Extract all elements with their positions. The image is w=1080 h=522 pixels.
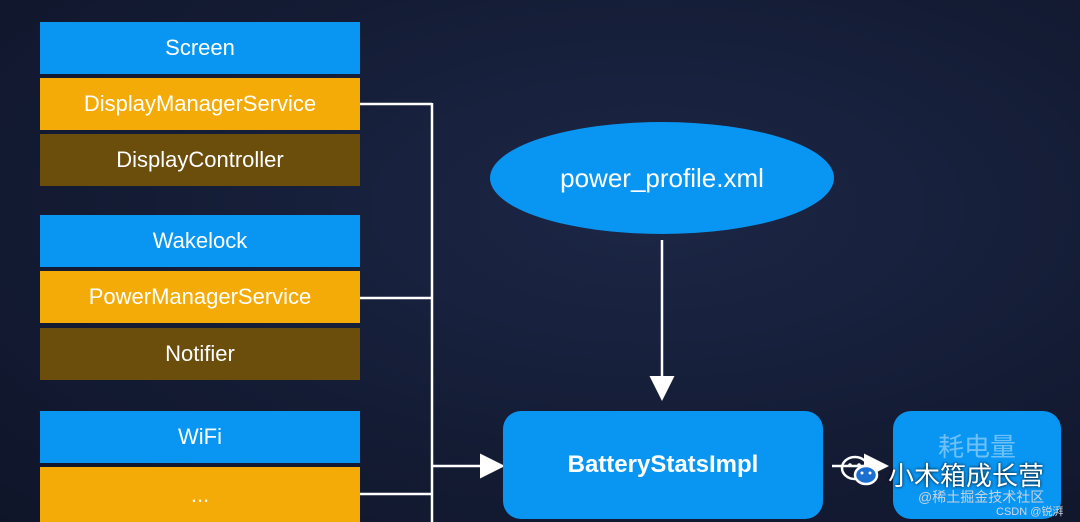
- watermark-account: 小木箱成长营: [888, 461, 1045, 491]
- wifi-service-box: ...: [40, 467, 360, 522]
- wifi-box: WiFi: [40, 411, 360, 463]
- watermark-csdn: CSDN @锐湃: [996, 506, 1064, 518]
- wakelock-box: Wakelock: [40, 215, 360, 267]
- power-profile-node: power_profile.xml: [490, 122, 834, 234]
- screen-box: Screen: [40, 22, 360, 74]
- display-manager-service-box: DisplayManagerService: [40, 78, 360, 130]
- display-controller-box: DisplayController: [40, 134, 360, 186]
- wechat-icon: [840, 454, 880, 488]
- battery-stats-node: BatteryStatsImpl: [503, 411, 823, 519]
- power-manager-service-box: PowerManagerService: [40, 271, 360, 323]
- power-consumption-node: 耗电量: [893, 411, 1061, 519]
- notifier-box: Notifier: [40, 328, 360, 380]
- watermark-source: @稀土掘金技术社区: [918, 489, 1045, 505]
